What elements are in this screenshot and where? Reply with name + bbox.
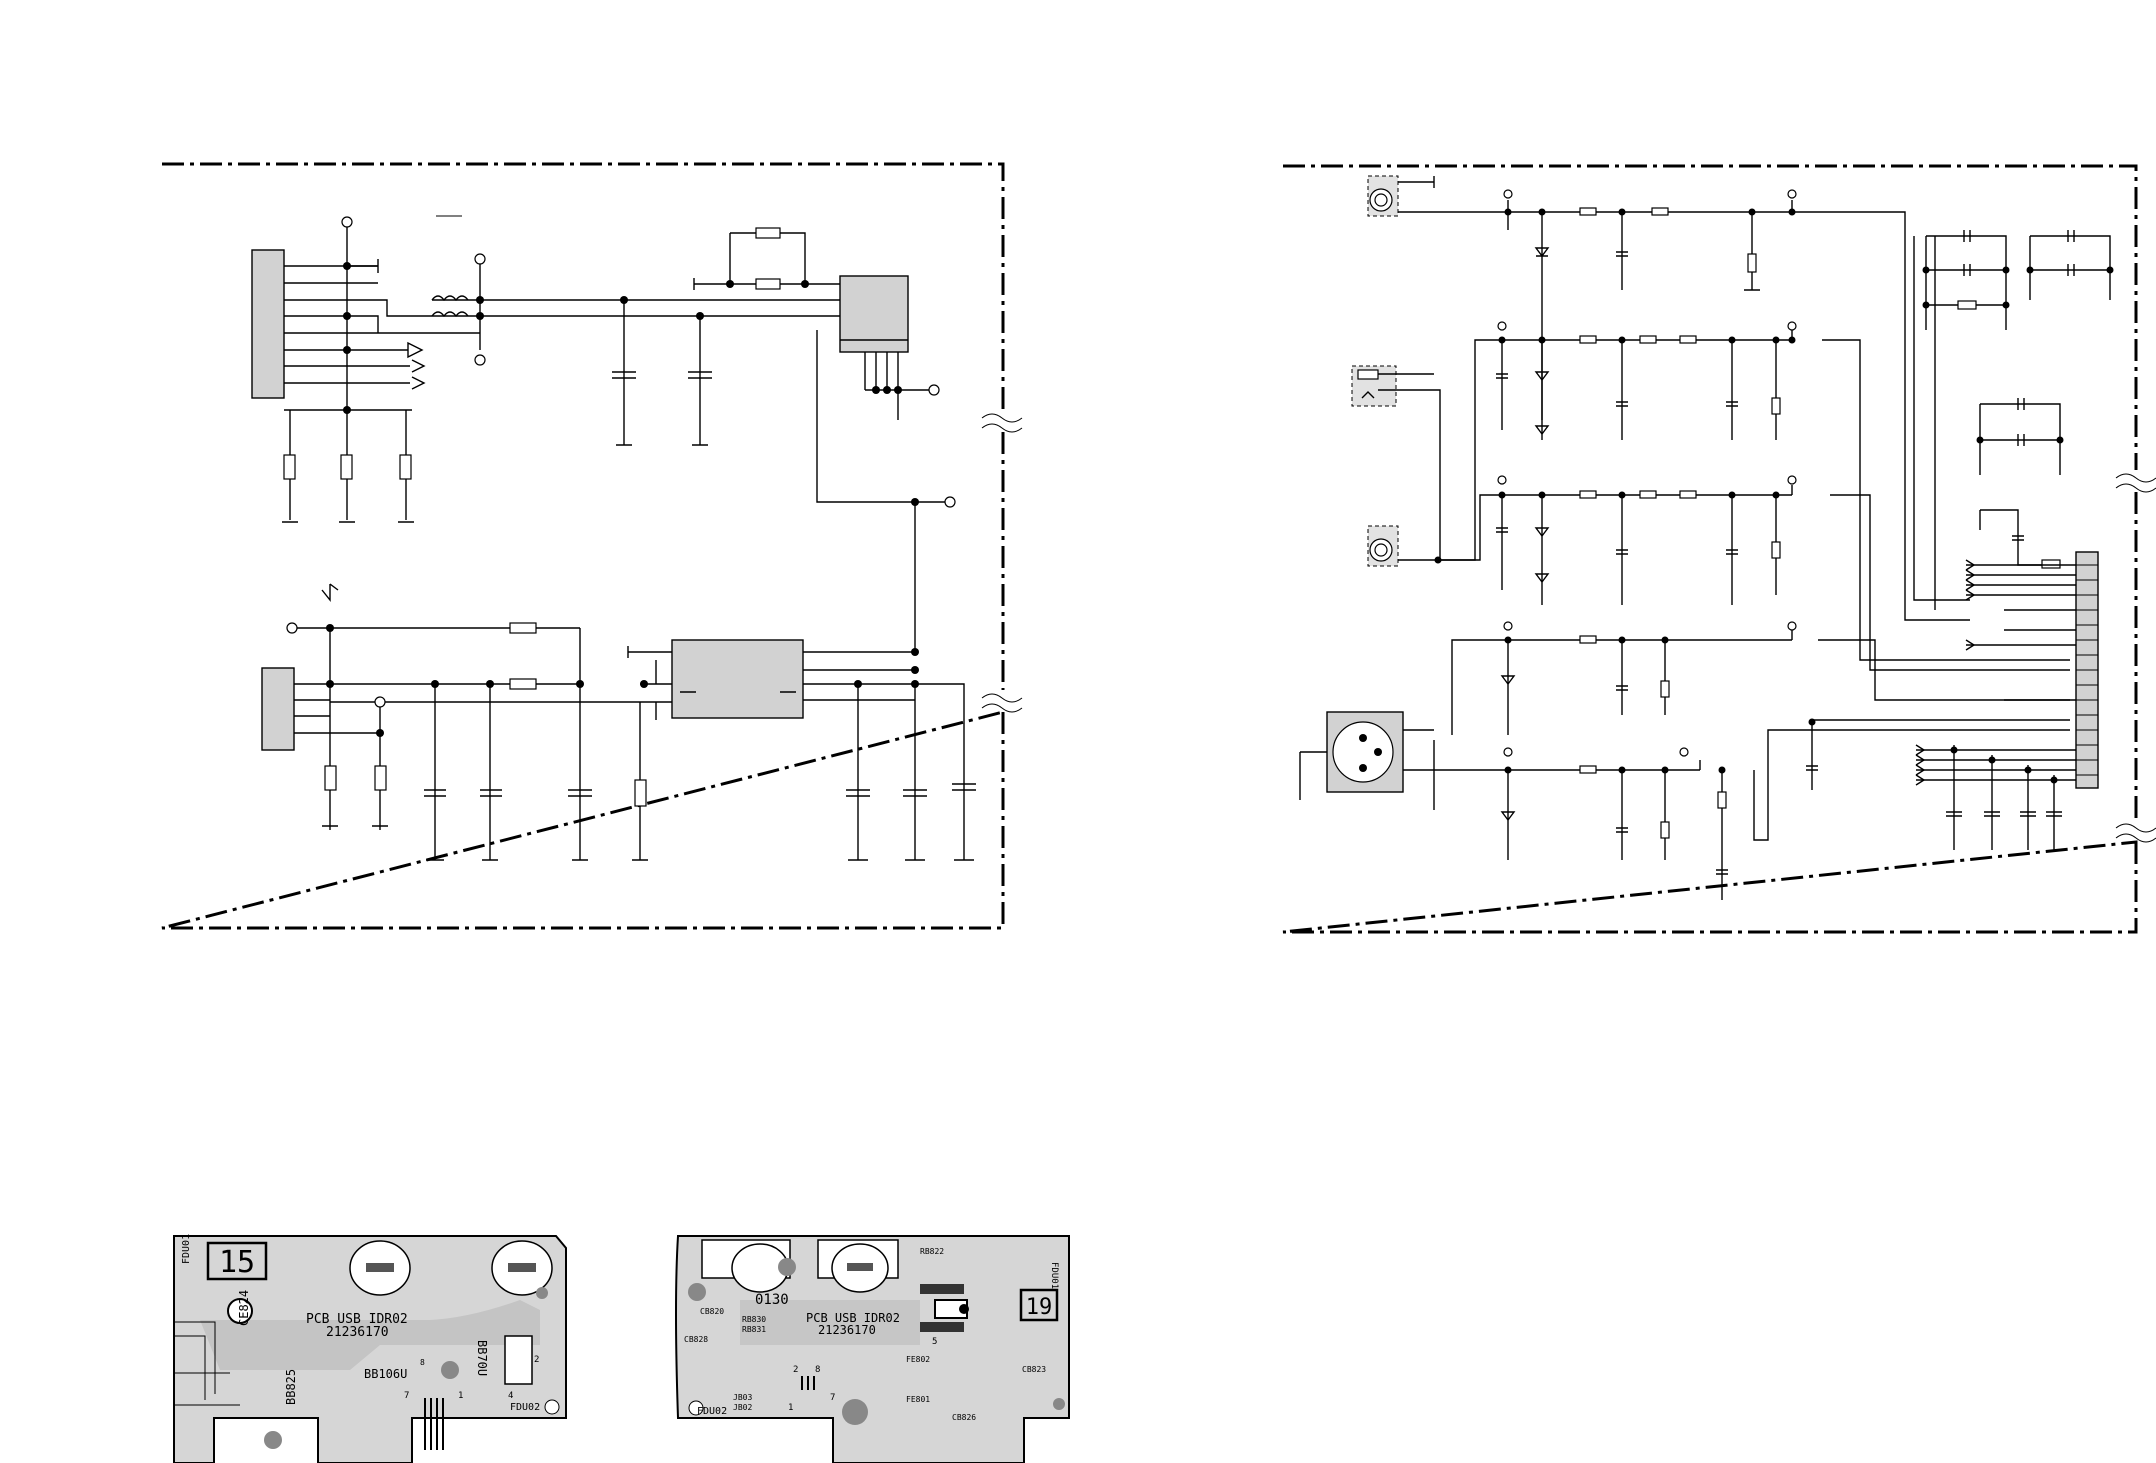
pcb-left-pin2: 2 bbox=[534, 1355, 539, 1365]
usb-connector-top bbox=[251, 249, 285, 399]
pcb-right-cb828: CB828 bbox=[684, 1335, 708, 1344]
pcb-left-bb825: BB825 bbox=[284, 1369, 298, 1405]
pcb-right-pin2: 2 bbox=[793, 1365, 798, 1375]
pcb-right-rb822: RB822 bbox=[920, 1247, 944, 1256]
right-schematic-block bbox=[1282, 164, 2156, 934]
pcb-right-cb823: CB823 bbox=[1022, 1365, 1046, 1374]
pcb-right-pin7: 7 bbox=[830, 1393, 835, 1403]
pcb-left-ce824: CE824 bbox=[237, 1290, 251, 1326]
pcb-right-pin8: 8 bbox=[815, 1365, 820, 1375]
pcb-right-board: 19 PCB USB IDR02 21236170 0130 FDU01 FDU… bbox=[675, 1235, 1070, 1463]
pcb-right-fdu02: FDU02 bbox=[697, 1406, 727, 1417]
pcb-right-rb831: RB831 bbox=[742, 1325, 766, 1334]
pcb-right-title: PCB USB IDR02 bbox=[806, 1311, 900, 1325]
pcb-left-pin1: 1 bbox=[458, 1391, 463, 1401]
pcb-left-title: PCB USB IDR02 bbox=[306, 1312, 408, 1327]
left-schematic-block bbox=[161, 162, 1023, 930]
pcb-left-pin7: 7 bbox=[404, 1391, 409, 1401]
pcb-left-fdu02: FDU02 bbox=[510, 1402, 540, 1413]
pcb-left-pin4: 4 bbox=[508, 1391, 513, 1401]
pcb-right-rb830: RB830 bbox=[742, 1315, 766, 1324]
pcb-right-code: 21236170 bbox=[818, 1323, 876, 1337]
usb-connector-bottom bbox=[261, 667, 295, 751]
pcb-left-board: 15 PCB USB IDR02 21236170 FDU01 CE824 BB… bbox=[173, 1234, 567, 1463]
pcb-right-cb820: CB820 bbox=[700, 1307, 724, 1316]
pcb-right-fdu01: FDU01 bbox=[1049, 1262, 1059, 1289]
pcb-left-bb70u: BB70U bbox=[475, 1340, 489, 1376]
pcb-left-code: 21236170 bbox=[326, 1325, 389, 1340]
pcb-left-bb106u: BB106U bbox=[364, 1367, 407, 1381]
pcb-right-number: 19 bbox=[1026, 1295, 1053, 1320]
pcb-right-jb02: JB02 bbox=[733, 1403, 752, 1412]
pcb-left-fdu01: FDU01 bbox=[181, 1234, 192, 1264]
pcb-right-cb826: CB826 bbox=[952, 1413, 976, 1422]
pcb-right-jb03: JB03 bbox=[733, 1393, 752, 1402]
pcb-right-pin1: 1 bbox=[788, 1403, 793, 1413]
pcb-right-0130: 0130 bbox=[755, 1292, 789, 1308]
pcb-left-pin8: 8 bbox=[420, 1358, 425, 1367]
pcb-right-fe801: FE801 bbox=[906, 1395, 930, 1404]
pcb-right-pin5: 5 bbox=[932, 1337, 937, 1347]
pcb-left-number: 15 bbox=[219, 1245, 255, 1280]
pcb-right-fe802: FE802 bbox=[906, 1355, 930, 1364]
main-ic bbox=[671, 639, 804, 719]
